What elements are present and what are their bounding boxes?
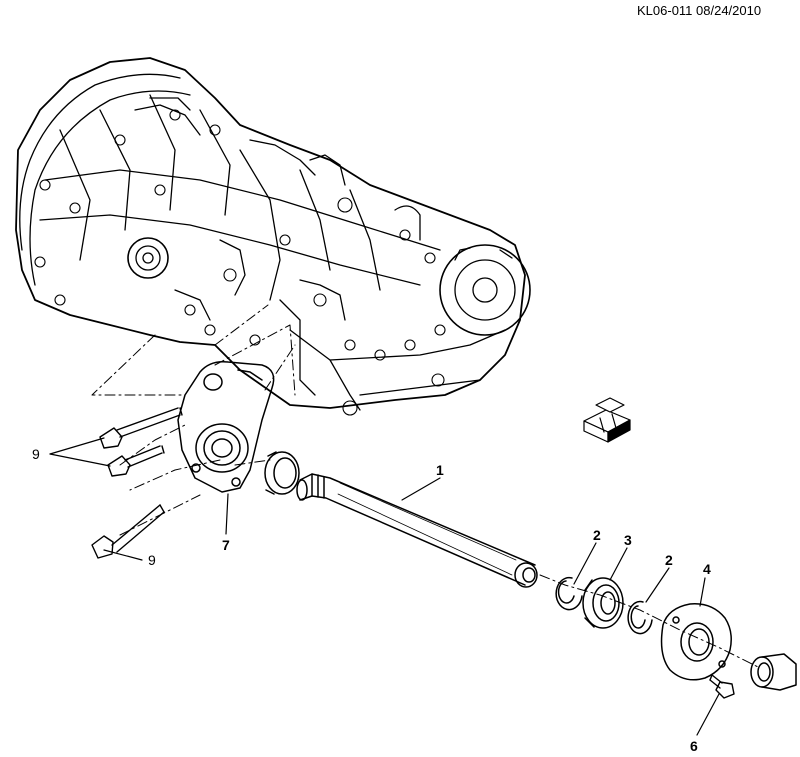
output-housing-part: [177, 360, 275, 493]
seal-part: [264, 451, 300, 495]
callout-housing: 7: [222, 537, 230, 553]
snap-ring-part-right: [627, 600, 653, 635]
callout-bolts-pair: 9: [32, 446, 40, 462]
snap-ring-part-left: [555, 576, 583, 611]
bearing-bracket-part: [660, 603, 732, 681]
callout-bolt-6: 6: [690, 738, 698, 754]
front-arrow-icon: [583, 397, 631, 443]
alignment-lines: [91, 304, 761, 669]
callout-bearing: 3: [624, 532, 632, 548]
bolt-part-9-single: [91, 504, 165, 559]
callout-bolt-single: 9: [148, 552, 156, 568]
callout-bracket: 4: [703, 561, 711, 577]
intermediate-shaft-part: [296, 473, 538, 588]
callout-snap-ring-left: 2: [593, 527, 601, 543]
diagram-reference: KL06-011 08/24/2010: [637, 3, 762, 18]
bolts-part-9-pair: [99, 407, 183, 477]
transmission-assembly: [15, 57, 531, 416]
bearing-part: [582, 577, 624, 629]
bolt-part-6: [709, 674, 735, 699]
callout-leaders: [49, 437, 720, 736]
callout-shaft: 1: [436, 462, 444, 478]
callout-snap-ring-right: 2: [665, 552, 673, 568]
shaft-end-part: [750, 653, 797, 691]
